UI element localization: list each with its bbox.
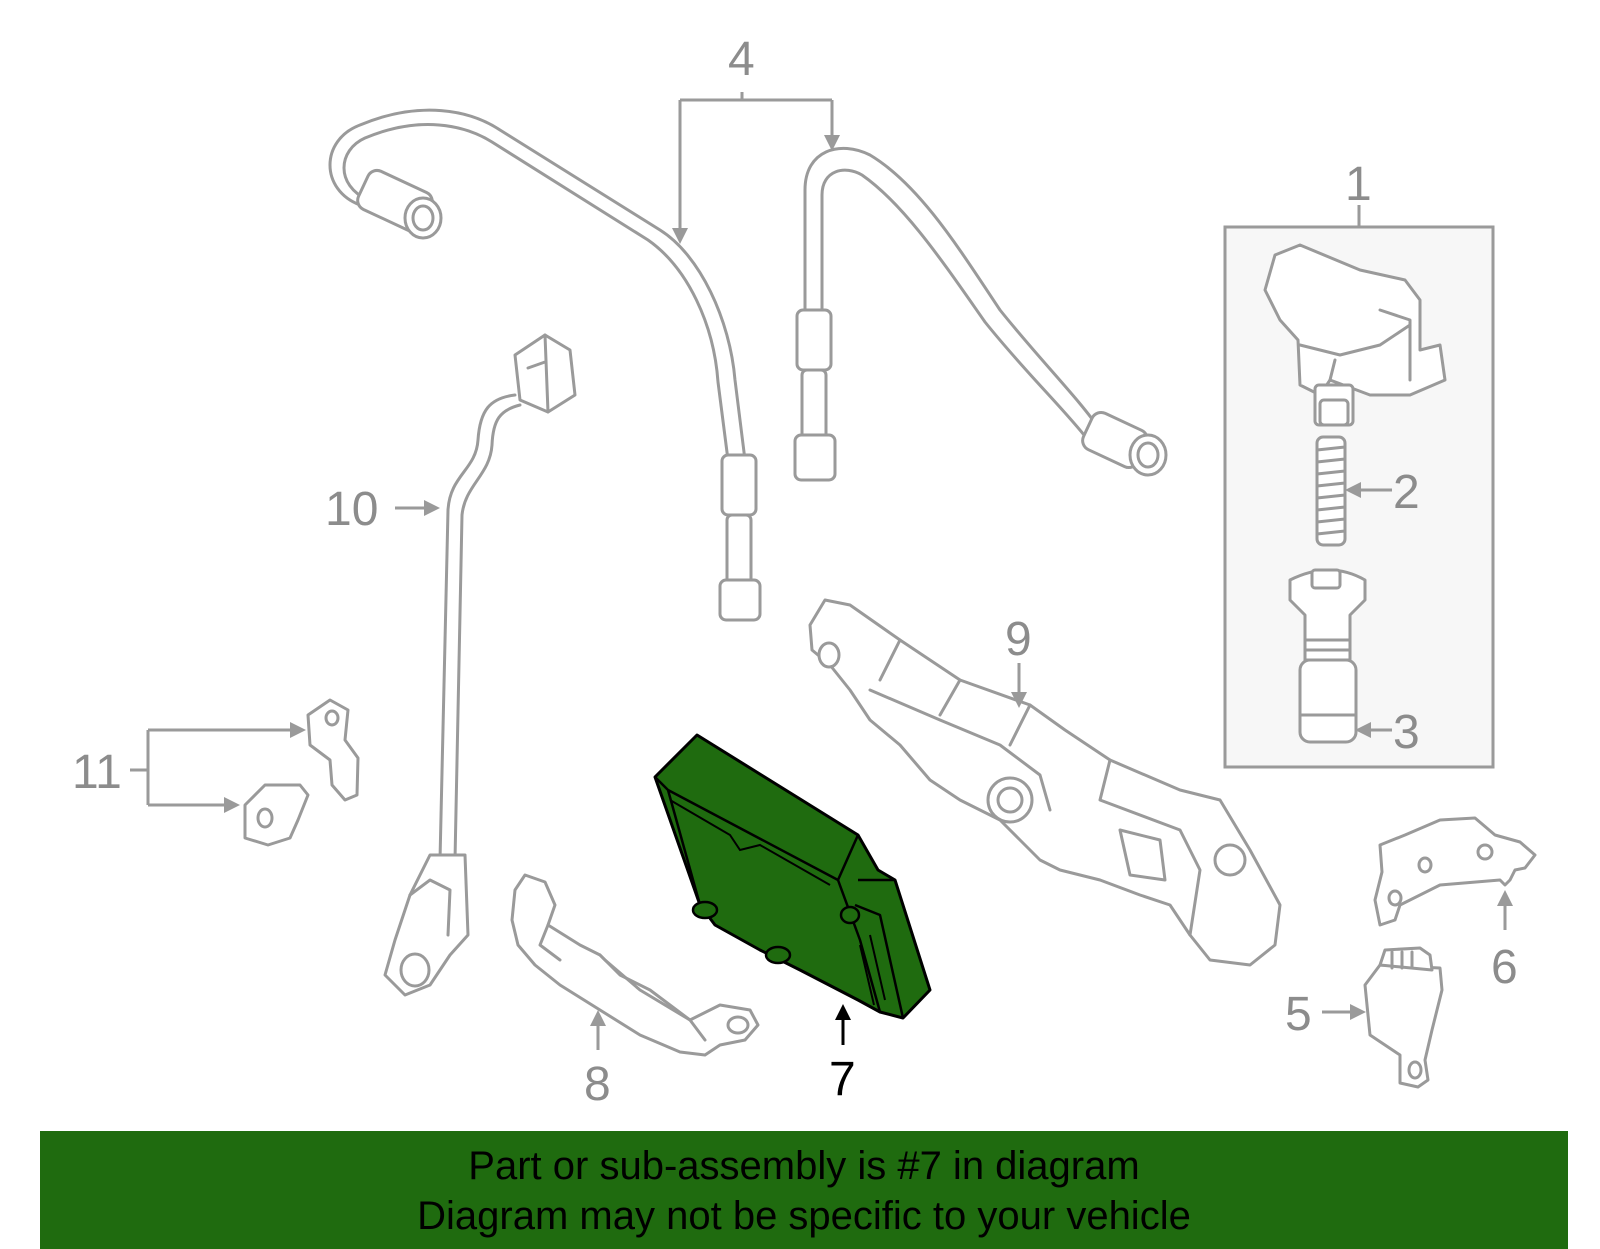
callout-10[interactable]: 10 <box>325 483 378 536</box>
part-6-bracket[interactable] <box>1373 816 1537 927</box>
callout-5[interactable]: 5 <box>1285 988 1312 1041</box>
banner-line-1: Part or sub-assembly is #7 in diagram <box>468 1144 1140 1188</box>
callout-7-leader <box>835 1004 851 1045</box>
part-7-control-module[interactable] <box>653 733 932 1020</box>
part-9-bracket[interactable] <box>808 598 1282 967</box>
callout-3[interactable]: 3 <box>1393 706 1420 759</box>
callout-10-leader <box>395 500 440 516</box>
callout-4[interactable]: 4 <box>728 33 755 86</box>
callout-9-leader <box>1011 663 1027 708</box>
notice-banner: Part or sub-assembly is #7 in diagram Di… <box>40 1131 1568 1249</box>
callout-1[interactable]: 1 <box>1345 158 1372 211</box>
callout-4-leader <box>672 92 840 244</box>
part-7-body[interactable] <box>653 733 932 1020</box>
callout-2[interactable]: 2 <box>1393 466 1420 519</box>
part-2-spring[interactable] <box>1315 435 1347 547</box>
callout-11-leaders <box>130 722 306 813</box>
callout-6-leader <box>1497 890 1513 930</box>
part-8-strap[interactable] <box>510 873 760 1057</box>
callout-8-leader <box>590 1010 606 1050</box>
callout-1-3-leaders <box>1345 205 1392 738</box>
part-3-boot[interactable] <box>1288 568 1367 744</box>
callout-5-leader <box>1322 1004 1366 1020</box>
part-1-ignition-coil-assembly[interactable] <box>1223 225 1495 769</box>
part-10-sensor[interactable] <box>383 333 577 997</box>
callout-8[interactable]: 8 <box>584 1058 611 1111</box>
callout-6[interactable]: 6 <box>1491 941 1518 994</box>
part-5-sensor[interactable] <box>1363 946 1444 1089</box>
part-4-oxygen-sensors[interactable] <box>328 108 1168 622</box>
callout-11[interactable]: 11 <box>72 746 122 799</box>
callout-9[interactable]: 9 <box>1005 613 1032 666</box>
banner-line-2: Diagram may not be specific to your vehi… <box>417 1194 1191 1238</box>
callout-7[interactable]: 7 <box>829 1053 856 1106</box>
part-11-clips[interactable] <box>243 698 360 847</box>
